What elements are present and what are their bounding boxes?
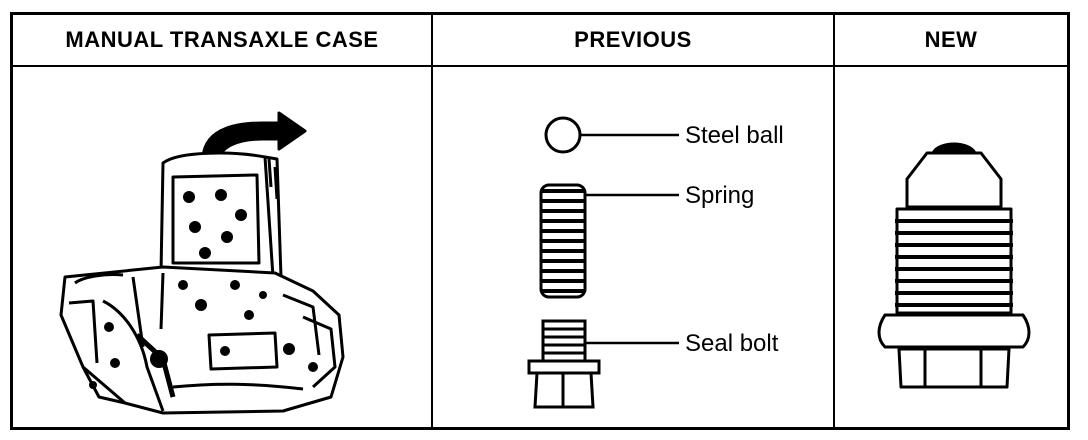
steel-ball-icon	[546, 118, 580, 152]
new-plug-illustration	[835, 67, 1067, 427]
previous-parts-illustration: Steel ball Spring Seal bolt	[433, 67, 833, 427]
header-new: NEW	[835, 15, 1067, 67]
steel-ball-label: Steel ball	[685, 122, 784, 149]
header-previous: PREVIOUS	[433, 15, 833, 67]
header-manual-transaxle-case: MANUAL TRANSAXLE CASE	[13, 15, 431, 67]
transaxle-case-cell	[13, 67, 431, 427]
new-part-cell	[835, 67, 1067, 427]
spring-icon	[541, 185, 585, 297]
comparison-table: MANUAL TRANSAXLE CASE PREVIOUS NEW	[10, 12, 1070, 430]
seal-bolt-icon	[529, 321, 599, 407]
spring-label: Spring	[685, 182, 754, 209]
previous-parts-cell: Steel ball Spring Seal bolt	[433, 67, 833, 427]
seal-bolt-label: Seal bolt	[685, 330, 779, 357]
transaxle-case-illustration	[13, 67, 431, 427]
